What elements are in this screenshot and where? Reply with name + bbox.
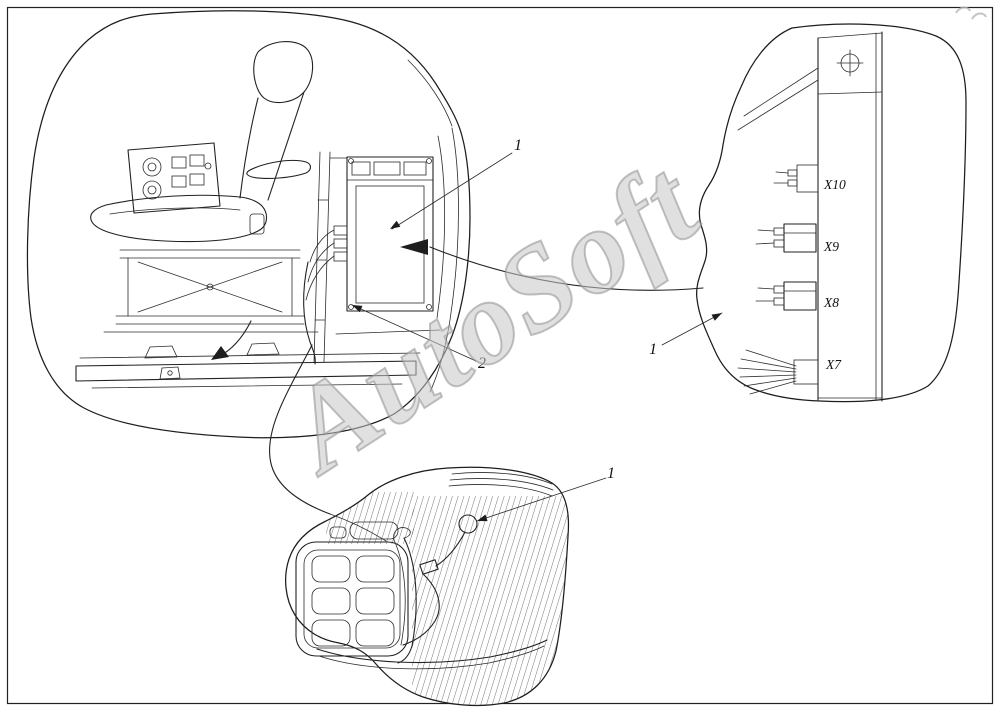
leader-arrowhead <box>390 220 401 229</box>
panel-body <box>127 142 221 214</box>
harness-clip <box>458 514 478 534</box>
watermark-fragments <box>955 6 987 20</box>
instrument-panel <box>127 142 221 214</box>
connector-label-x7: X7 <box>825 357 842 372</box>
pad-cell <box>311 555 351 583</box>
leader-line <box>661 312 723 346</box>
reference-arrowhead <box>400 239 428 255</box>
connector-x9-block <box>755 223 817 253</box>
pedal-lever <box>393 527 417 664</box>
seat-lever <box>249 213 265 235</box>
wire-fan-x7 <box>737 349 819 395</box>
direction-arrowhead <box>211 346 229 360</box>
bottom-wire-run <box>316 639 548 664</box>
floor-mat-hatch <box>412 496 569 706</box>
connector-label-x8: X8 <box>823 295 839 310</box>
leader-arrowhead <box>477 514 488 522</box>
callout-number-2: 2 <box>478 355 486 372</box>
callout-panel-item1: 1 <box>649 312 723 358</box>
harness-bundle <box>303 261 316 365</box>
backrest-front <box>239 97 259 199</box>
seat-rail-mount <box>144 345 178 359</box>
seat-cushion <box>90 194 267 243</box>
cowl-contour-lines <box>448 472 554 497</box>
callout-number-1: 1 <box>514 137 522 154</box>
leader-line <box>351 304 477 362</box>
leader-line <box>476 477 607 522</box>
callout-floor-item1: 1 <box>476 465 615 522</box>
wiring-harness-floor <box>316 513 548 670</box>
connector-label-x9: X9 <box>823 239 839 254</box>
floor-bracket <box>159 366 181 380</box>
leader-arrowhead <box>352 305 363 313</box>
scissor-pivot <box>206 283 214 291</box>
cab-outline <box>26 10 471 439</box>
callout-number-1: 1 <box>649 341 657 358</box>
cab-wall-line-outer <box>429 127 459 393</box>
callout-cab-item1: 1 <box>390 137 522 230</box>
pad-outer <box>295 541 409 657</box>
floor-harness-view <box>285 466 570 707</box>
ecu-bolt <box>348 158 354 164</box>
floor-connector <box>419 559 439 575</box>
connector-x10-block <box>773 164 819 193</box>
floor-mat-hatch-upper <box>326 492 414 544</box>
connector-panel-view: X10 X9 X8 X7 <box>695 23 967 403</box>
armrest <box>246 159 312 179</box>
reference-arrow <box>400 239 704 291</box>
operator-seat <box>90 41 314 243</box>
cushion-seam <box>109 207 241 215</box>
scissor-link-b <box>137 261 283 313</box>
connector-label-x10: X10 <box>823 177 846 192</box>
leader-line <box>391 152 513 230</box>
pad-inner <box>303 549 401 649</box>
connector-x8-block <box>755 281 817 311</box>
backrest-rear <box>267 91 305 201</box>
gauge-left-bottom <box>142 180 162 200</box>
pedal-pad <box>295 521 409 657</box>
seat-suspension <box>103 249 319 333</box>
mounting-panel <box>737 31 883 402</box>
leader-arrowhead <box>711 313 722 321</box>
reference-sweep-line <box>429 246 704 291</box>
panel-view-outline <box>695 23 967 403</box>
gauge-left-top <box>142 157 162 177</box>
callouts: 1 2 1 1 <box>351 137 723 522</box>
callout-cab-item2: 2 <box>351 304 486 372</box>
datum-target-symbol <box>836 49 864 77</box>
harness-run-to-floor <box>269 344 331 515</box>
cab-interior-view <box>26 10 471 439</box>
cab-wall-line-inner <box>436 135 446 319</box>
watermark-fragment <box>971 12 987 20</box>
cab-frame-member <box>313 151 441 363</box>
wiring-harness-cab <box>303 229 335 365</box>
cab-rear-wall <box>407 59 453 127</box>
cab-contour-line <box>743 67 819 117</box>
ecu-connector <box>333 225 348 236</box>
pad-top-part <box>349 521 399 540</box>
watermark-fragment <box>955 6 971 14</box>
callout-number-1: 1 <box>607 465 615 482</box>
direction-arrow <box>211 320 252 360</box>
switch-block <box>171 156 187 169</box>
